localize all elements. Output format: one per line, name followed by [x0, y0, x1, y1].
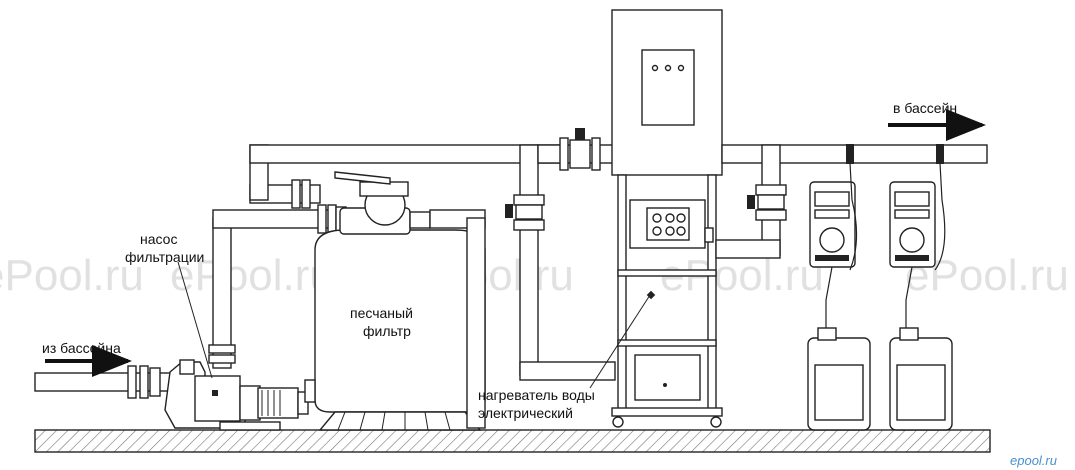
heater-leader-line	[589, 294, 651, 389]
sand-filter	[304, 171, 486, 431]
label-pump-line1: насос	[140, 231, 177, 247]
label-filter-line2: фильтр	[363, 323, 411, 339]
chemical-canister-1	[807, 327, 871, 431]
ground	[34, 429, 991, 453]
label-heater-line1: нагреватель воды	[478, 387, 595, 403]
label-filter-line1: песчаный	[350, 305, 413, 321]
outlet-pipe-to-pool	[715, 144, 988, 259]
heater-inlet-pipe	[505, 128, 619, 381]
inlet-pipe	[34, 365, 176, 399]
corner-watermark: epool.ru	[1010, 453, 1057, 468]
dosing-pump-1	[809, 162, 858, 338]
label-to-pool: в бассейн	[893, 100, 957, 116]
heater-rack	[611, 9, 723, 428]
label-from-pool: из бассейна	[42, 340, 121, 356]
chemical-canister-2	[889, 327, 953, 431]
dosing-pump-2	[889, 162, 946, 338]
label-pump-line2: фильтрации	[125, 249, 204, 265]
label-heater-line2: электрический	[478, 405, 573, 421]
watermark-layer: ePool.ru ePool.ru ePool.ru ePool.ru ePoo…	[0, 251, 1069, 468]
filtration-pump	[164, 359, 309, 431]
pump-leader-line	[177, 261, 213, 379]
watermark-text: ePool.ru	[170, 251, 334, 300]
watermark-text: ePool.ru	[0, 251, 144, 300]
